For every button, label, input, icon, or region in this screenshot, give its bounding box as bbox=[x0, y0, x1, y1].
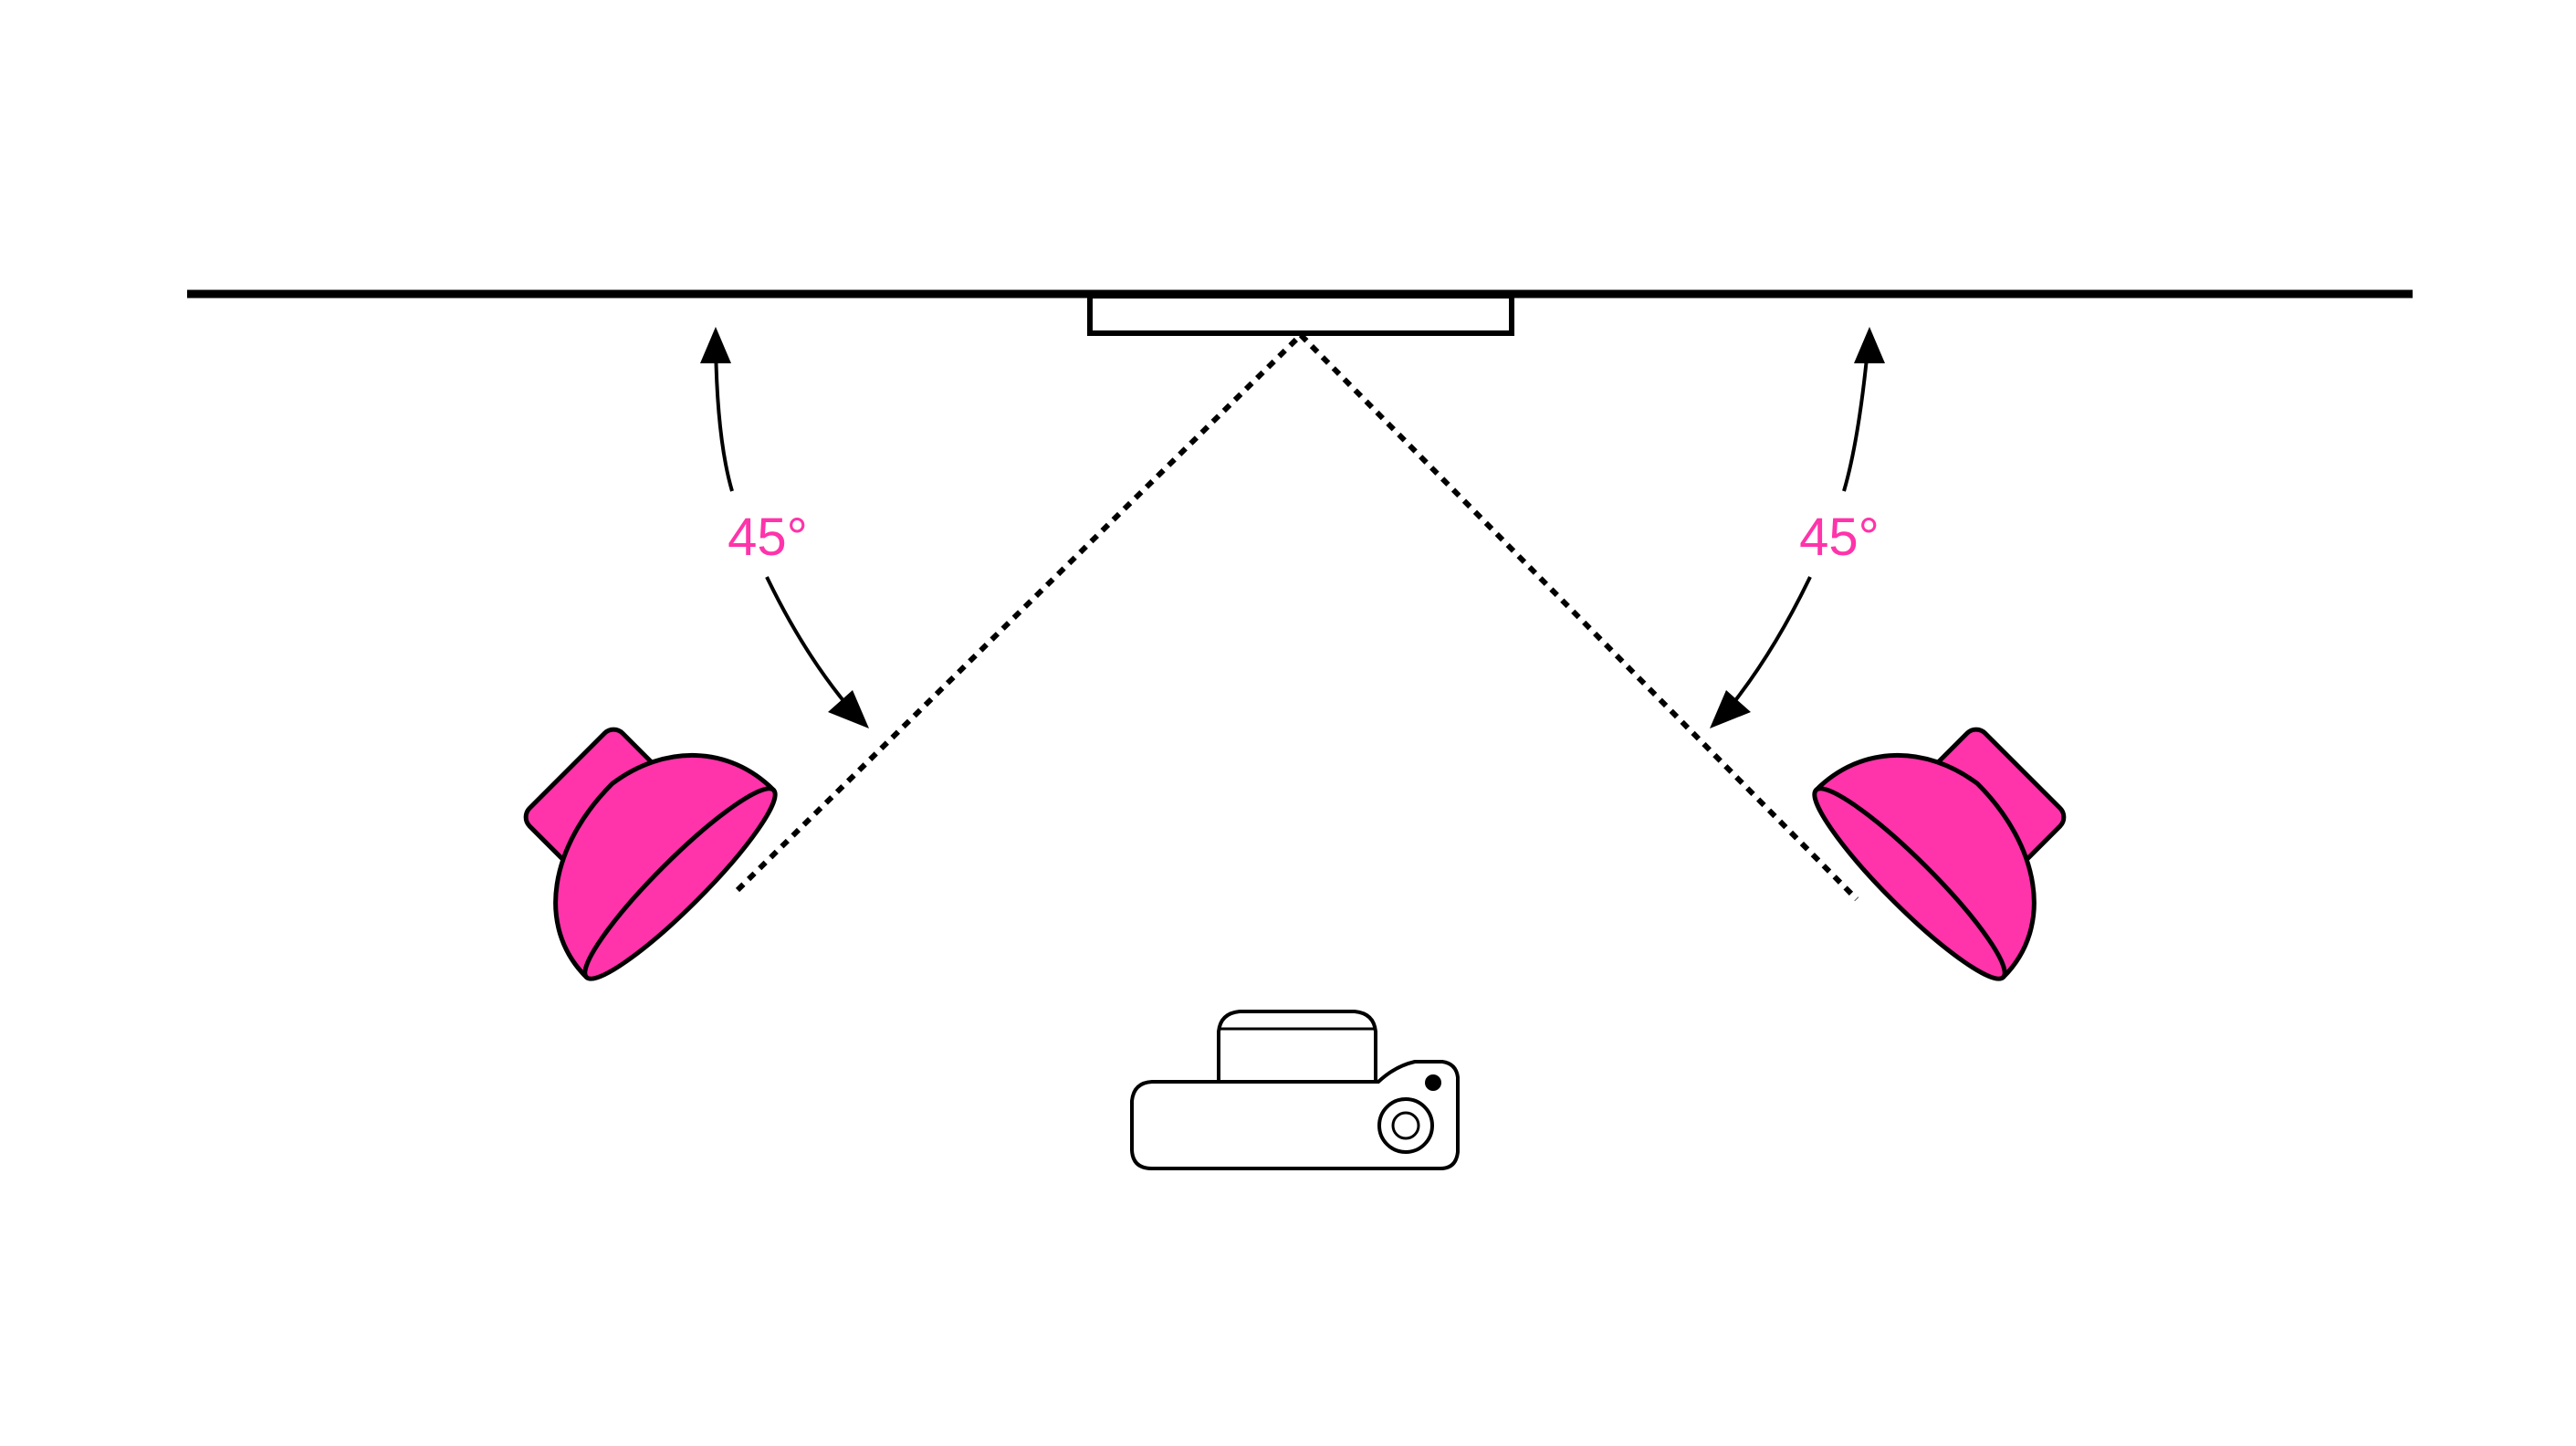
left-angle-label: 45° bbox=[728, 508, 808, 567]
camera-icon bbox=[1130, 1010, 1460, 1170]
camera-lens-inner bbox=[1391, 1111, 1420, 1140]
right-arrow-up-head bbox=[1854, 327, 1885, 363]
left-studio-light-icon bbox=[523, 727, 778, 981]
right-studio-light-icon bbox=[1812, 727, 2067, 981]
left-angle-arc-lower bbox=[765, 576, 851, 709]
right-angle-label: 45° bbox=[1799, 508, 1880, 567]
left-angle-indicator: 45° bbox=[700, 327, 869, 728]
right-light-rim bbox=[1812, 786, 2007, 981]
right-arrow-down-head bbox=[1710, 690, 1751, 728]
left-light-rim bbox=[582, 786, 778, 981]
left-arrow-down-head bbox=[828, 690, 869, 728]
right-light-beam bbox=[1298, 332, 1859, 902]
camera-body bbox=[1130, 1060, 1460, 1170]
right-angle-arc-lower bbox=[1728, 576, 1812, 709]
camera-button bbox=[1425, 1074, 1441, 1091]
left-arrow-up-head bbox=[700, 327, 731, 363]
subject-artwork bbox=[1087, 293, 1514, 336]
camera-top-plate bbox=[1217, 1010, 1377, 1084]
left-light-beam bbox=[735, 332, 1304, 893]
right-angle-indicator: 45° bbox=[1710, 327, 1885, 728]
